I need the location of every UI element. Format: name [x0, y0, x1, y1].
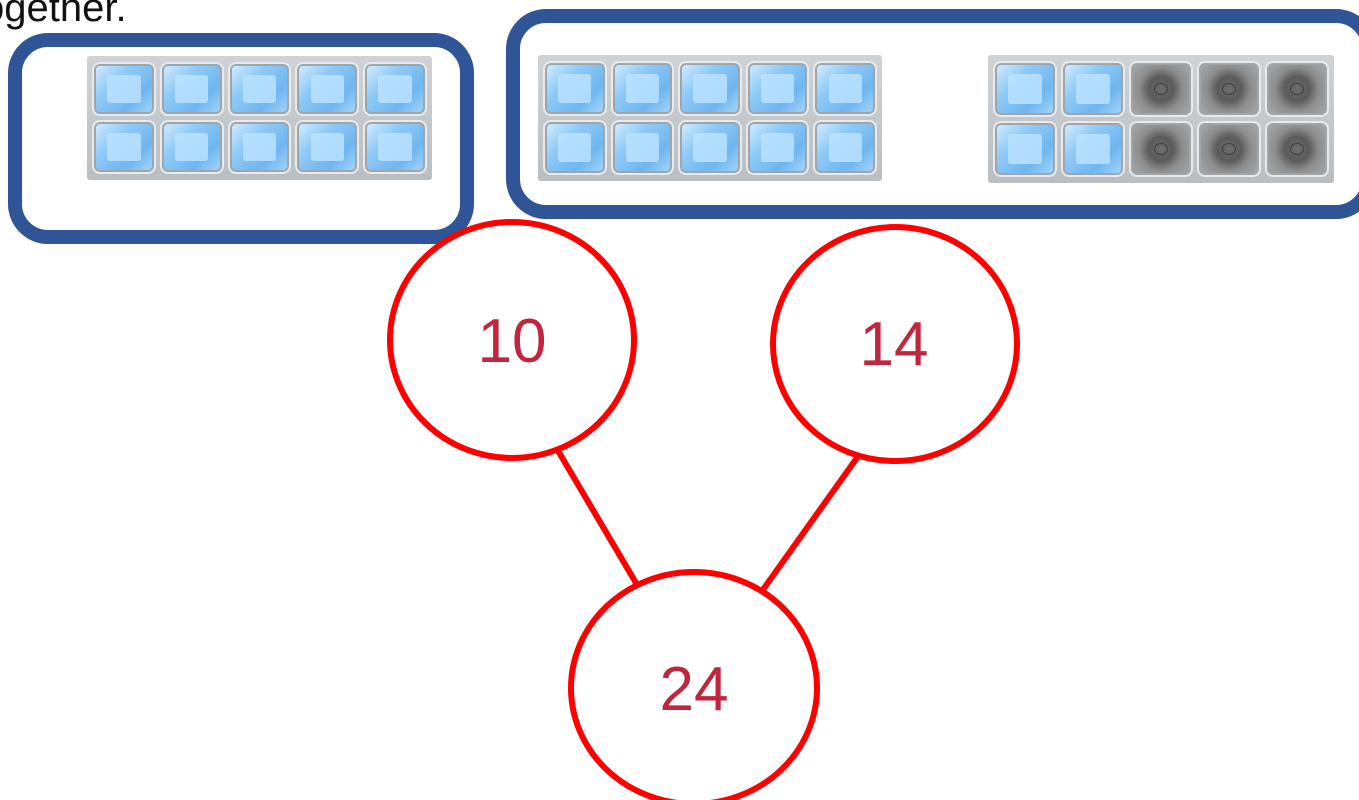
- counter-filled: [993, 121, 1057, 177]
- bond-part-left-value: 10: [477, 307, 547, 376]
- counter-filled: [610, 120, 675, 175]
- counter-empty: [1129, 121, 1193, 177]
- counter-empty: [1197, 61, 1261, 117]
- bond-circle-part-left: [387, 219, 637, 461]
- bond-circle-whole: [568, 569, 820, 800]
- counter-filled: [745, 61, 810, 116]
- bond-circle-part-right: [770, 224, 1020, 464]
- counter-filled: [678, 61, 742, 116]
- ten-frame-2: [538, 55, 882, 181]
- counter-filled: [1061, 61, 1125, 117]
- header-text: ogether.: [0, 0, 127, 30]
- bond-link-left: [554, 447, 639, 585]
- counter-filled: [543, 120, 607, 175]
- counter-filled: [295, 120, 360, 174]
- counter-empty: [1265, 121, 1329, 177]
- counter-filled: [813, 120, 877, 175]
- counter-empty: [1129, 61, 1193, 117]
- counter-filled: [610, 61, 675, 116]
- counter-filled: [227, 120, 292, 174]
- counter-filled: [159, 120, 224, 174]
- counter-filled: [745, 120, 810, 175]
- counter-filled: [993, 61, 1057, 117]
- group-box-right: [506, 9, 1359, 219]
- ten-frame-1: [87, 56, 432, 180]
- counter-empty: [1197, 121, 1261, 177]
- counter-filled: [227, 62, 292, 116]
- counter-filled: [92, 120, 156, 174]
- counter-filled: [678, 120, 742, 175]
- counter-filled: [1061, 121, 1125, 177]
- counter-empty: [1265, 61, 1329, 117]
- bond-link-right: [759, 453, 862, 593]
- bond-whole-value: 24: [659, 655, 729, 724]
- counter-filled: [295, 62, 360, 116]
- bond-part-right-value: 14: [859, 310, 929, 379]
- counter-filled: [363, 62, 427, 116]
- group-box-left: [8, 33, 474, 244]
- counter-filled: [92, 62, 156, 116]
- counter-filled: [363, 120, 427, 174]
- ten-frame-3: [988, 55, 1334, 183]
- counter-filled: [813, 61, 877, 116]
- counter-filled: [543, 61, 607, 116]
- counter-filled: [159, 62, 224, 116]
